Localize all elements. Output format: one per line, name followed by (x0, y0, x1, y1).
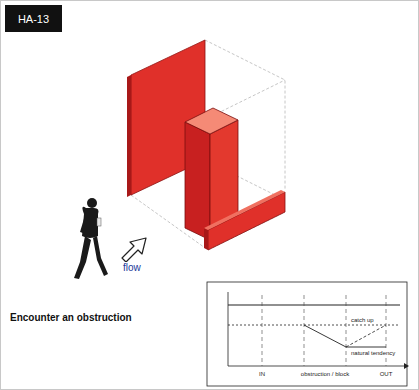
dashed-volume (131, 40, 285, 250)
wall-edge (127, 75, 131, 197)
flow-arrow (122, 238, 146, 262)
wall-top (127, 40, 205, 77)
wall-edge (204, 228, 208, 250)
curve-label: natural tendency (350, 350, 396, 357)
axis-label: IN (258, 371, 266, 378)
chart-axes (228, 292, 409, 369)
curve-label: catch up (350, 317, 375, 324)
natural-tendency-line (304, 325, 386, 347)
wall-top (204, 190, 285, 230)
obstruction-block (185, 122, 210, 240)
block-top (185, 108, 238, 134)
id-tag: HA-13 (18, 13, 49, 25)
person-figure (74, 198, 108, 279)
caption: Encounter an obstruction (10, 312, 132, 323)
inset-chart-frame (207, 282, 407, 386)
axis-label: obstruction / block (300, 371, 350, 378)
catch-up-line (346, 325, 386, 347)
axis-label: OUT (379, 371, 394, 378)
flow-label: flow (122, 262, 142, 273)
id-tag-box: HA-13 (5, 5, 62, 32)
